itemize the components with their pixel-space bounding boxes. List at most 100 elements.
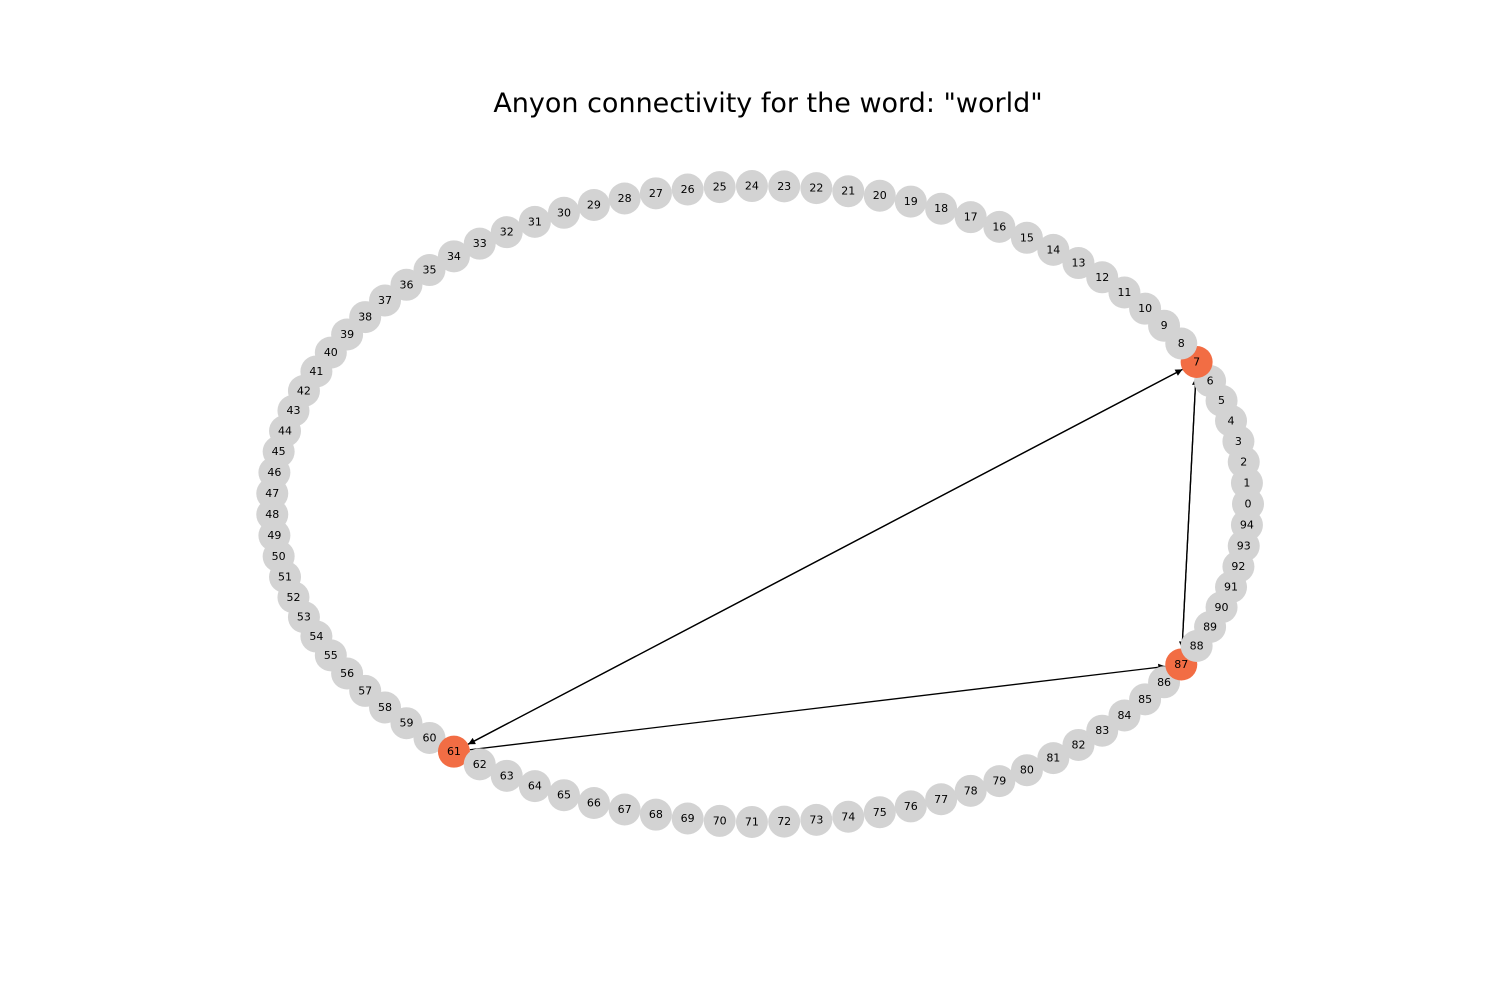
node-circle — [639, 798, 672, 831]
node-label: 89 — [1203, 620, 1217, 633]
node-label: 87 — [1174, 658, 1188, 671]
node-circle — [547, 779, 580, 812]
node-73: 73 — [800, 803, 833, 836]
node-67: 67 — [608, 793, 641, 826]
node-72: 72 — [768, 805, 801, 838]
node-circle — [983, 765, 1016, 798]
node-77: 77 — [925, 783, 958, 816]
node-31: 31 — [518, 205, 551, 238]
node-circle — [547, 196, 580, 229]
node-28: 28 — [608, 182, 641, 215]
node-label: 42 — [297, 384, 311, 397]
node-label: 31 — [528, 215, 542, 228]
node-label: 27 — [649, 187, 663, 200]
node-18: 18 — [925, 192, 958, 225]
node-label: 37 — [378, 294, 392, 307]
node-label: 41 — [309, 365, 323, 378]
node-circle — [577, 787, 610, 820]
node-label: 53 — [297, 611, 311, 624]
node-circle — [490, 759, 523, 792]
node-circle — [413, 254, 446, 287]
node-label: 47 — [265, 487, 279, 500]
node-label: 0 — [1245, 498, 1252, 511]
node-61: 61 — [437, 735, 470, 768]
node-label: 54 — [309, 630, 323, 643]
node-label: 13 — [1071, 257, 1085, 270]
node-label: 38 — [358, 311, 372, 324]
node-64: 64 — [518, 770, 551, 803]
node-label: 8 — [1178, 337, 1185, 350]
node-76: 76 — [894, 790, 927, 823]
node-circle — [983, 210, 1016, 243]
node-13: 13 — [1062, 247, 1095, 280]
node-label: 20 — [873, 189, 887, 202]
node-circle — [768, 805, 801, 838]
node-circle — [577, 188, 610, 221]
node-circle — [894, 185, 927, 218]
node-circle — [832, 175, 865, 208]
node-label: 79 — [992, 775, 1006, 788]
node-circle — [863, 179, 896, 212]
node-circle — [1062, 247, 1095, 280]
node-label: 86 — [1157, 676, 1171, 689]
node-circle — [832, 800, 865, 833]
node-label: 4 — [1228, 414, 1235, 427]
node-69: 69 — [671, 802, 704, 835]
node-label: 18 — [934, 202, 948, 215]
node-label: 12 — [1095, 271, 1109, 284]
node-label: 60 — [422, 731, 436, 744]
edge-61-to-87 — [469, 663, 1166, 751]
node-circle — [894, 790, 927, 823]
node-circle — [518, 205, 551, 238]
node-label: 9 — [1161, 319, 1168, 332]
edge-87-to-7 — [1181, 377, 1199, 649]
node-label: 22 — [809, 182, 823, 195]
node-circle — [608, 182, 641, 215]
node-label: 24 — [745, 180, 759, 193]
node-circle — [1037, 233, 1070, 266]
node-label: 81 — [1046, 752, 1060, 765]
node-circle — [768, 170, 801, 203]
node-25: 25 — [703, 171, 736, 204]
edge-7-to-61 — [467, 368, 1183, 745]
node-label: 29 — [587, 198, 601, 211]
node-circle — [413, 721, 446, 754]
node-80: 80 — [1010, 754, 1043, 787]
node-label: 32 — [500, 226, 514, 239]
node-63: 63 — [490, 759, 523, 792]
node-65: 65 — [547, 779, 580, 812]
node-label: 44 — [278, 425, 292, 438]
node-71: 71 — [735, 805, 768, 838]
node-circle — [671, 802, 704, 835]
node-circle — [1062, 728, 1095, 761]
node-label: 58 — [378, 701, 392, 714]
node-label: 15 — [1020, 231, 1034, 244]
node-27: 27 — [639, 177, 672, 210]
node-78: 78 — [954, 774, 987, 807]
node-17: 17 — [954, 201, 987, 234]
node-label: 7 — [1193, 355, 1200, 368]
node-label: 64 — [528, 780, 542, 793]
node-label: 90 — [1215, 601, 1229, 614]
node-label: 82 — [1071, 738, 1085, 751]
node-label: 84 — [1117, 709, 1131, 722]
node-label: 10 — [1138, 302, 1152, 315]
node-label: 6 — [1207, 375, 1214, 388]
node-label: 67 — [618, 803, 632, 816]
node-label: 33 — [473, 237, 487, 250]
highlighted-node-circle — [437, 735, 470, 768]
node-label: 34 — [447, 250, 461, 263]
node-94: 94 — [1230, 509, 1263, 542]
node-20: 20 — [863, 179, 896, 212]
node-16: 16 — [983, 210, 1016, 243]
node-label: 40 — [324, 346, 338, 359]
node-label: 72 — [777, 815, 791, 828]
node-75: 75 — [863, 796, 896, 829]
node-30: 30 — [547, 196, 580, 229]
node-label: 36 — [399, 278, 413, 291]
node-label: 63 — [500, 769, 514, 782]
node-label: 50 — [272, 550, 286, 563]
node-label: 52 — [286, 591, 300, 604]
node-label: 11 — [1117, 286, 1131, 299]
